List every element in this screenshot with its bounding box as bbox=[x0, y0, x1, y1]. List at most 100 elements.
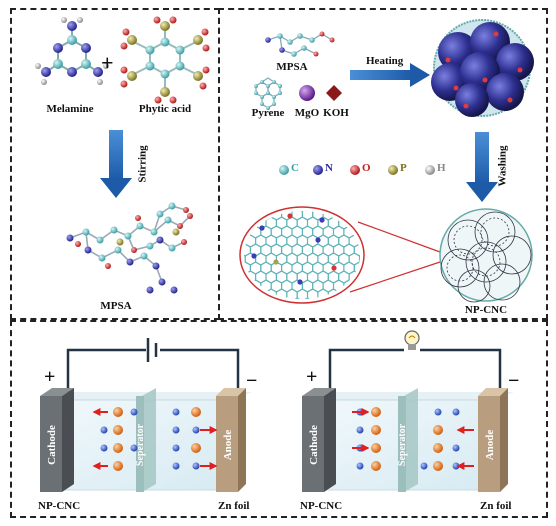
heteroatom-dot bbox=[315, 237, 321, 243]
washing-arrow bbox=[466, 132, 498, 202]
graphene-hexagon bbox=[328, 325, 338, 337]
graphene-hexagon bbox=[244, 211, 251, 221]
legend-hydrogen-label: H bbox=[437, 162, 446, 174]
legend-oxygen-label: O bbox=[362, 162, 371, 174]
mgo-label: MgO bbox=[294, 107, 320, 119]
graphene-hexagon bbox=[287, 307, 297, 319]
discharge-left-label: NP-CNC bbox=[300, 500, 343, 512]
graphene-hexagon bbox=[282, 334, 292, 346]
separator-left bbox=[142, 388, 156, 492]
np-cnc-cage bbox=[439, 208, 533, 303]
zoom-lines bbox=[349, 221, 441, 293]
graphene-hexagon bbox=[255, 211, 267, 212]
graphene-hexagon bbox=[245, 325, 255, 337]
heteroatom-dot bbox=[319, 217, 325, 223]
graphene-hexagon bbox=[365, 262, 375, 274]
graphene-hexagon bbox=[256, 307, 266, 319]
graphene-hexagon bbox=[358, 211, 360, 212]
charge-left-label: NP-CNC bbox=[38, 500, 81, 512]
graphene-hexagon bbox=[245, 307, 255, 319]
graphene-hexagon bbox=[360, 325, 370, 337]
graphene-hexagon bbox=[244, 288, 257, 299]
graphene-hexagon bbox=[261, 316, 271, 328]
pyrene-molecule bbox=[254, 77, 282, 110]
graphene-hexagon bbox=[349, 307, 359, 319]
sphere-cluster bbox=[431, 19, 534, 117]
legend-nitrogen-dot bbox=[313, 165, 323, 175]
graphene-hexagon bbox=[334, 334, 344, 346]
graphene-hexagon bbox=[375, 208, 385, 220]
cathode-plate-left bbox=[40, 396, 62, 492]
graphene-hexagon bbox=[276, 307, 286, 319]
cathode-label-left: Cathode bbox=[46, 425, 58, 465]
graphene-hexagon bbox=[348, 211, 360, 212]
graphene-hexagon bbox=[261, 334, 271, 346]
heteroatom-dot bbox=[297, 279, 303, 285]
graphene-hexagon bbox=[370, 253, 380, 265]
legend-oxygen-dot bbox=[350, 165, 360, 175]
discharge-wire bbox=[328, 348, 404, 398]
graphene-hexagon bbox=[282, 316, 292, 328]
graphene-hexagon bbox=[308, 325, 318, 337]
graphene-hexagon bbox=[358, 288, 360, 299]
stirring-arrow bbox=[100, 130, 132, 198]
graphene-hexagon bbox=[365, 298, 375, 310]
graphene-hexagon bbox=[256, 325, 266, 337]
graphene-hexagon bbox=[365, 208, 375, 220]
graphene-hexagon bbox=[297, 307, 307, 319]
graphene-hexagon bbox=[249, 297, 262, 299]
mpsa-molecule bbox=[69, 205, 191, 283]
graphene-hexagon bbox=[344, 334, 354, 346]
graphene-hexagon bbox=[235, 325, 245, 337]
graphene-hexagon bbox=[343, 211, 355, 221]
cathode-label-right: Cathode bbox=[308, 425, 320, 465]
mpsa-small-molecule bbox=[265, 31, 335, 57]
graphene-zoom-circle bbox=[235, 199, 385, 346]
graphene-hexagon bbox=[370, 235, 380, 247]
graphene-hexagon bbox=[360, 307, 370, 319]
graphene-hexagon bbox=[370, 289, 380, 301]
graphene-hexagon bbox=[332, 297, 345, 299]
graphene-hexagon bbox=[365, 244, 375, 256]
graphene-hexagon bbox=[339, 307, 349, 319]
graphene-hexagon bbox=[328, 307, 338, 319]
graphene-hexagon bbox=[244, 288, 246, 299]
charge-wire bbox=[66, 348, 146, 398]
charge-red-arrows bbox=[92, 408, 218, 470]
pyrene-label: Pyrene bbox=[251, 107, 285, 119]
legend-nitrogen-label: N bbox=[325, 162, 333, 174]
graphene-hexagon bbox=[353, 211, 360, 221]
graphene-hexagon bbox=[375, 262, 385, 274]
graphene-hexagon bbox=[302, 316, 312, 328]
plus-sign: + bbox=[101, 50, 114, 75]
graphene-hexagon bbox=[323, 316, 333, 328]
atom-legend bbox=[279, 165, 435, 175]
graphene-hexagon bbox=[244, 216, 246, 230]
graphene-hexagon bbox=[353, 297, 360, 299]
graphene-hexagon bbox=[339, 325, 349, 337]
graphene-hexagon bbox=[250, 316, 260, 328]
graphene-hexagon bbox=[292, 316, 302, 328]
graphene-hexagon bbox=[244, 297, 251, 299]
graphene-hexagon bbox=[302, 334, 312, 346]
discharge-plus-sign: + bbox=[306, 366, 318, 388]
graphene-hexagon bbox=[358, 270, 360, 284]
stirring-label: Stirring bbox=[136, 145, 149, 183]
graphene-hexagon bbox=[235, 307, 245, 319]
graphene-hexagon bbox=[240, 334, 250, 346]
graphene-hexagon bbox=[266, 307, 276, 319]
graphene-hexagon bbox=[244, 211, 257, 212]
ions-charge bbox=[100, 407, 201, 471]
graphene-hexagon bbox=[297, 325, 307, 337]
graphene-hexagon bbox=[344, 316, 354, 328]
graphene-hexagon bbox=[370, 199, 380, 211]
battery-discharge bbox=[302, 330, 514, 492]
anode-label-right: Anode bbox=[484, 430, 496, 461]
graphene-hexagon bbox=[276, 325, 286, 337]
mpsa-bottom-label: MPSA bbox=[100, 300, 132, 312]
graphene-hexagon bbox=[358, 252, 360, 266]
heteroatom-dot bbox=[251, 253, 257, 259]
mpsa-atoms bbox=[66, 202, 193, 294]
graphene-hexagon bbox=[343, 297, 355, 299]
mgo-particle bbox=[299, 85, 315, 101]
